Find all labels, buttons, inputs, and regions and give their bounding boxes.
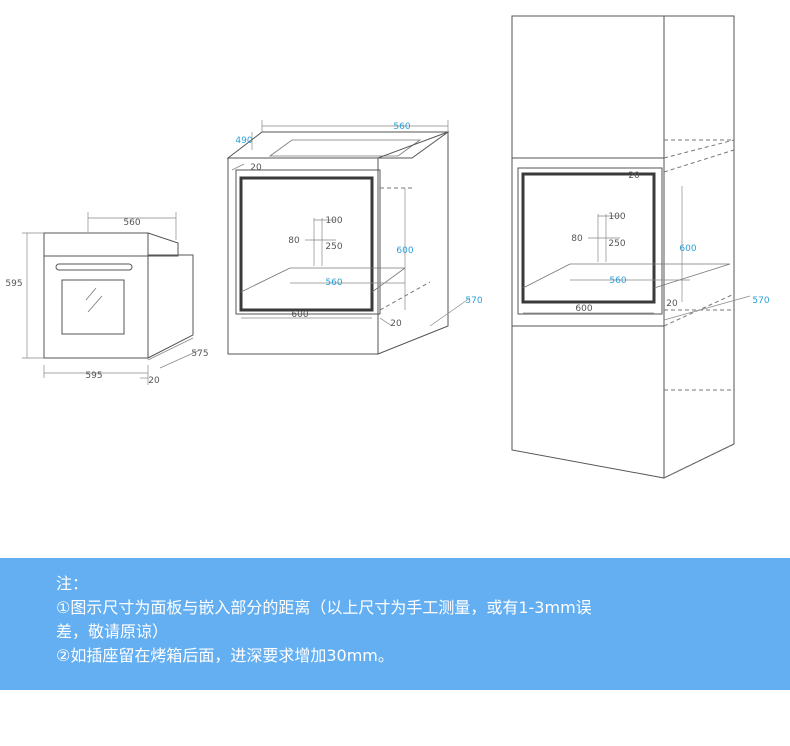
cabinet-side-face [377,131,449,355]
under-vent-250-label: 250 [325,242,342,252]
under-vent-80-label: 80 [288,236,300,246]
oven-handle [55,263,133,271]
cabinet-front-face [227,157,379,355]
oven-drawing [22,212,201,385]
tall-right-depth-label: 20 [666,299,678,309]
tall-side-depth-label: 570 [752,296,769,306]
tall-vent-80-label: 80 [571,234,583,244]
tall-height-label: 600 [679,244,696,254]
under-counter-cabinet-drawing [226,120,471,355]
note-title: 注： [56,574,89,593]
installation-note-panel: 注： ①图示尺寸为面板与嵌入部分的距离（以上尺寸为手工测量，或有1-3mm误 差… [0,558,790,690]
under-height-label: 600 [396,246,413,256]
tall-inner-width-label: 560 [609,276,626,286]
tall-vent-250-label: 250 [608,239,625,249]
cabinet-recess-outline [235,169,381,315]
under-bottom-width-label: 600 [291,310,308,320]
oven-side-body [147,254,194,359]
oven-panel-label: 20 [148,376,160,386]
under-top-width-label: 560 [393,122,410,132]
note-line-2: 差，敬请原谅） [56,622,169,641]
tall-cabinet-drawing [511,15,751,479]
countertop-cutout [268,139,422,157]
tall-vent-100-label: 100 [608,212,625,222]
note-line-3: ②如插座留在烤箱后面，进深要求增加30mm。 [56,646,394,665]
dimension-diagram: 560 595 595 575 20 [5,15,770,479]
oven-control-panel [43,232,179,257]
tall-cabinet-front [511,15,665,479]
oven-front-width-label: 595 [85,371,102,381]
tall-cabinet-side [663,15,735,479]
tall-recess-opening [521,172,656,304]
note-line-1: ①图示尺寸为面板与嵌入部分的距离（以上尺寸为手工测量，或有1-3mm误 [56,598,592,617]
tall-bottom-width-label: 600 [575,304,592,314]
under-panel-label: 20 [250,163,262,173]
oven-depth-label: 575 [191,349,208,359]
oven-top-width-label: 560 [123,218,140,228]
oven-height-label: 595 [5,279,22,289]
oven-window [61,279,125,335]
under-right-depth-label: 20 [390,319,402,329]
under-side-depth-label: 570 [465,296,482,306]
oven-front-body [43,232,149,359]
tall-panel-label: 20 [628,171,640,181]
under-vent-100-label: 100 [325,216,342,226]
recess-opening [239,176,374,312]
under-top-depth-label: 490 [235,136,252,146]
under-inner-width-label: 560 [325,278,342,288]
countertop-surface [226,131,450,159]
